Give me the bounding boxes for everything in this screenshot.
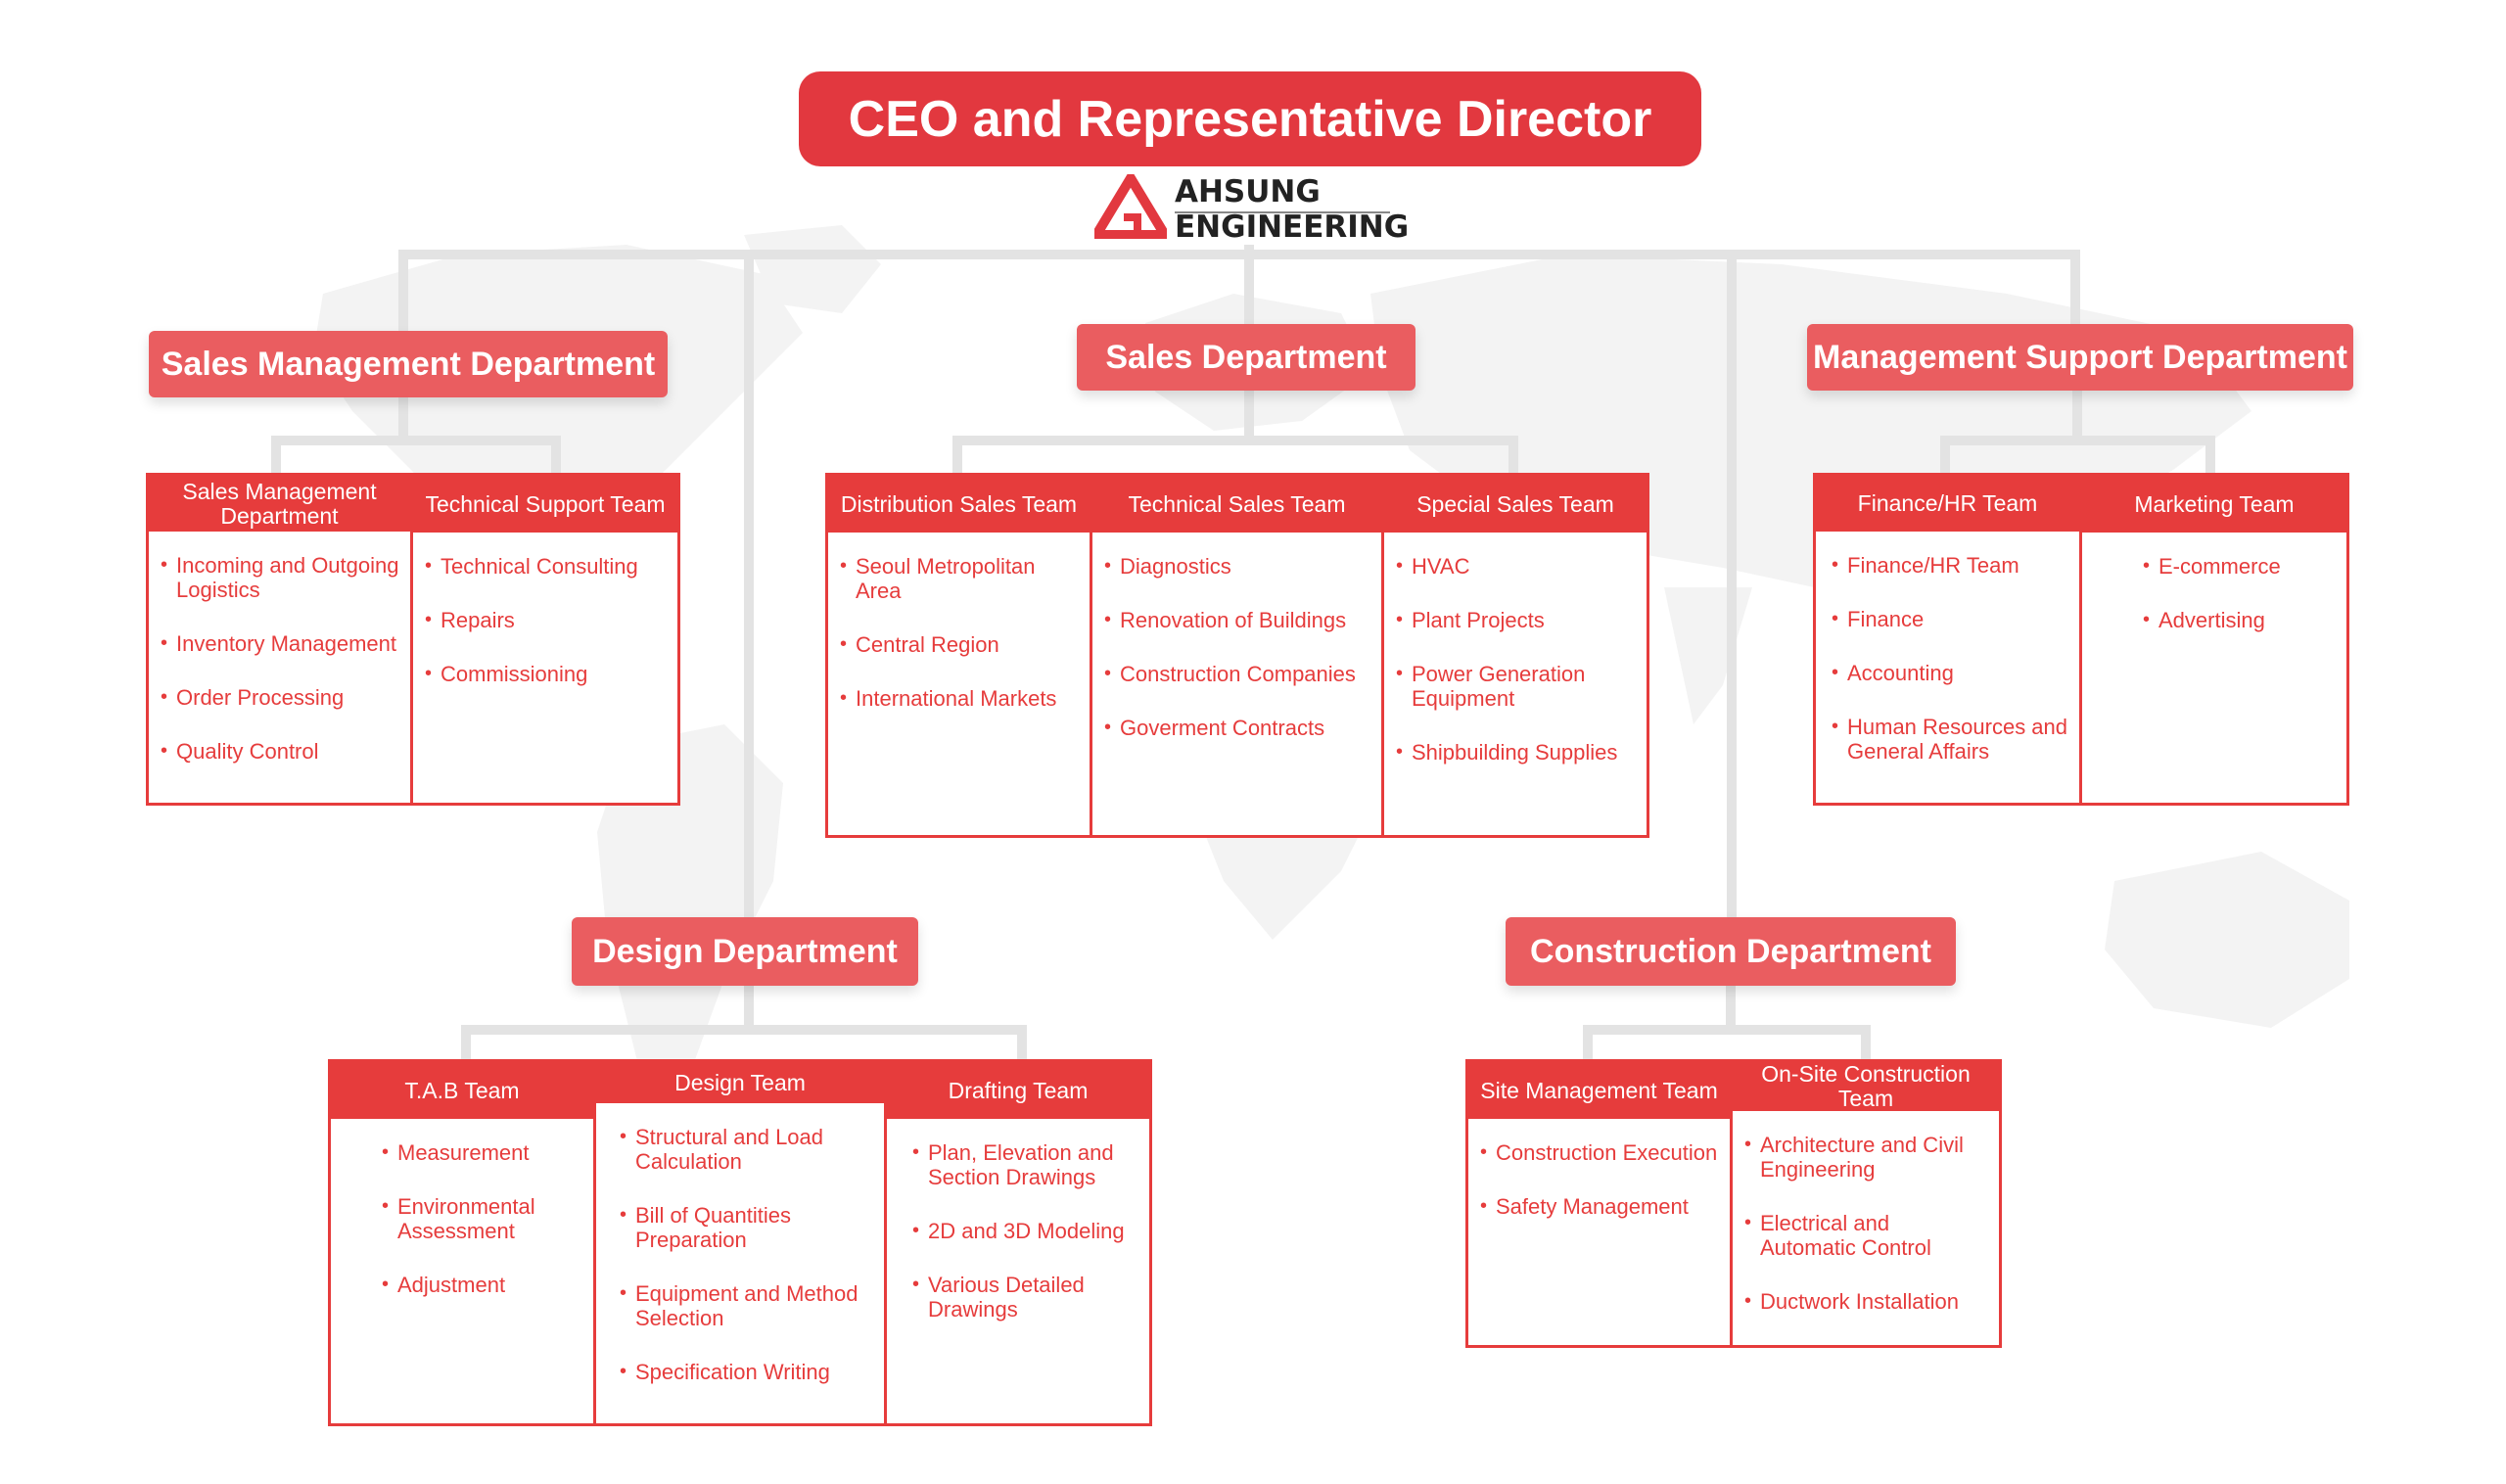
ceo-box: CEO and Representative Director xyxy=(799,71,1701,166)
team-group-design: T.A.B Team Measurement Environmental Ass… xyxy=(328,1059,1152,1426)
team-item: Inventory Management xyxy=(161,631,400,656)
team-header: Finance/HR Team xyxy=(1816,476,2079,532)
company-logo: AHSUNG ENGINEERING xyxy=(1094,174,1409,249)
team-item: Finance/HR Team xyxy=(1832,553,2069,578)
team-item: Human Resources and General Affairs xyxy=(1832,715,2069,764)
team-header: Distribution Sales Team xyxy=(828,476,1090,533)
team-item: International Markets xyxy=(840,686,1080,711)
team-item: E-commerce xyxy=(2143,554,2337,579)
team-header: Marketing Team xyxy=(2082,476,2346,533)
team-column: Special Sales Team HVAC Plant Projects P… xyxy=(1384,476,1647,835)
team-group-sales: Distribution Sales Team Seoul Metropolit… xyxy=(825,473,1649,838)
team-item: Environmental Assessment xyxy=(382,1194,583,1243)
team-header: Drafting Team xyxy=(887,1062,1149,1119)
team-item: Shipbuilding Supplies xyxy=(1396,740,1637,765)
team-item: Plan, Elevation and Section Drawings xyxy=(912,1140,1139,1189)
team-item-list: Seoul Metropolitan Area Central Region I… xyxy=(828,533,1090,750)
team-item-list: Incoming and Outgoing Logistics Inventor… xyxy=(149,532,410,803)
team-column: Marketing Team E-commerce Advertising xyxy=(2082,476,2346,803)
team-header: T.A.B Team xyxy=(331,1062,593,1119)
team-item: Construction Execution xyxy=(1480,1140,1720,1165)
team-header: Technical Support Team xyxy=(413,476,677,533)
team-column: On-Site Construction Team Architecture a… xyxy=(1733,1062,1999,1345)
team-item: Specification Writing xyxy=(620,1360,874,1384)
dept-header-management-support: Management Support Department xyxy=(1807,324,2353,391)
team-item-list: HVAC Plant Projects Power Generation Equ… xyxy=(1384,533,1647,804)
team-item-list: Structural and Load Calculation Bill of … xyxy=(596,1103,884,1423)
team-item: Order Processing xyxy=(161,685,400,710)
team-item: Electrical and Automatic Control xyxy=(1744,1211,1989,1260)
team-item: Finance xyxy=(1832,607,2069,631)
team-item-list: Finance/HR Team Finance Accounting Human… xyxy=(1816,532,2079,803)
team-item: Bill of Quantities Preparation xyxy=(620,1203,874,1252)
logo-line-1: AHSUNG xyxy=(1175,174,1321,209)
team-item: Central Region xyxy=(840,632,1080,657)
team-header: Site Management Team xyxy=(1468,1062,1730,1119)
team-group-management-support: Finance/HR Team Finance/HR Team Finance … xyxy=(1813,473,2349,806)
team-column: Design Team Structural and Load Calculat… xyxy=(596,1062,887,1423)
team-item: Accounting xyxy=(1832,661,2069,685)
team-item: Incoming and Outgoing Logistics xyxy=(161,553,400,602)
logo-divider xyxy=(1175,211,1390,213)
team-header: On-Site Construction Team xyxy=(1733,1062,1999,1111)
team-header: Sales Management Department xyxy=(149,476,410,532)
team-item: Repairs xyxy=(425,608,668,632)
team-item-list: Construction Execution Safety Management xyxy=(1468,1119,1730,1258)
logo-text: AHSUNG ENGINEERING xyxy=(1175,174,1409,245)
team-column: Drafting Team Plan, Elevation and Sectio… xyxy=(887,1062,1149,1423)
team-header: Technical Sales Team xyxy=(1092,476,1381,533)
team-item: Equipment and Method Selection xyxy=(620,1281,874,1330)
team-item: Various Detailed Drawings xyxy=(912,1273,1139,1322)
team-column: Site Management Team Construction Execut… xyxy=(1468,1062,1733,1345)
team-item: Safety Management xyxy=(1480,1194,1720,1219)
team-item-list: Diagnostics Renovation of Buildings Cons… xyxy=(1092,533,1381,779)
team-header: Special Sales Team xyxy=(1384,476,1647,533)
team-column: Distribution Sales Team Seoul Metropolit… xyxy=(828,476,1092,835)
team-item: Goverment Contracts xyxy=(1104,716,1371,740)
team-column: Finance/HR Team Finance/HR Team Finance … xyxy=(1816,476,2082,803)
team-item: Seoul Metropolitan Area xyxy=(840,554,1080,603)
team-group-sales-management: Sales Management Department Incoming and… xyxy=(146,473,680,806)
team-item-list: Measurement Environmental Assessment Adj… xyxy=(331,1119,593,1336)
team-column: Technical Sales Team Diagnostics Renovat… xyxy=(1092,476,1384,835)
team-item: Commissioning xyxy=(425,662,668,686)
team-item: Diagnostics xyxy=(1104,554,1371,579)
team-item: Measurement xyxy=(382,1140,583,1165)
team-item-list: Technical Consulting Repairs Commissioni… xyxy=(413,533,677,725)
team-item-list: E-commerce Advertising xyxy=(2082,533,2346,672)
team-header: Design Team xyxy=(596,1062,884,1103)
dept-header-sales: Sales Department xyxy=(1077,324,1415,391)
team-item: Advertising xyxy=(2143,608,2337,632)
team-item: Structural and Load Calculation xyxy=(620,1125,874,1174)
dept-header-construction: Construction Department xyxy=(1506,917,1956,986)
dept-header-design: Design Department xyxy=(572,917,918,986)
team-item: Renovation of Buildings xyxy=(1104,608,1371,632)
team-item: Technical Consulting xyxy=(425,554,668,579)
team-item-list: Plan, Elevation and Section Drawings 2D … xyxy=(887,1119,1149,1361)
team-item: Adjustment xyxy=(382,1273,583,1297)
team-column: T.A.B Team Measurement Environmental Ass… xyxy=(331,1062,596,1423)
team-item: Quality Control xyxy=(161,739,400,764)
team-item: Ductwork Installation xyxy=(1744,1289,1989,1314)
team-item: Plant Projects xyxy=(1396,608,1637,632)
dept-header-sales-management: Sales Management Department xyxy=(149,331,668,397)
team-item-list: Architecture and Civil Engineering Elect… xyxy=(1733,1111,1999,1353)
team-column: Technical Support Team Technical Consult… xyxy=(413,476,677,803)
logo-mark-icon xyxy=(1094,174,1167,239)
team-group-construction: Site Management Team Construction Execut… xyxy=(1465,1059,2002,1348)
team-column: Sales Management Department Incoming and… xyxy=(149,476,413,803)
team-item: Construction Companies xyxy=(1104,662,1371,686)
team-item: Architecture and Civil Engineering xyxy=(1744,1133,1989,1182)
logo-line-2: ENGINEERING xyxy=(1175,209,1410,245)
team-item: 2D and 3D Modeling xyxy=(912,1219,1139,1243)
team-item: Power Generation Equipment xyxy=(1396,662,1637,711)
team-item: HVAC xyxy=(1396,554,1637,579)
